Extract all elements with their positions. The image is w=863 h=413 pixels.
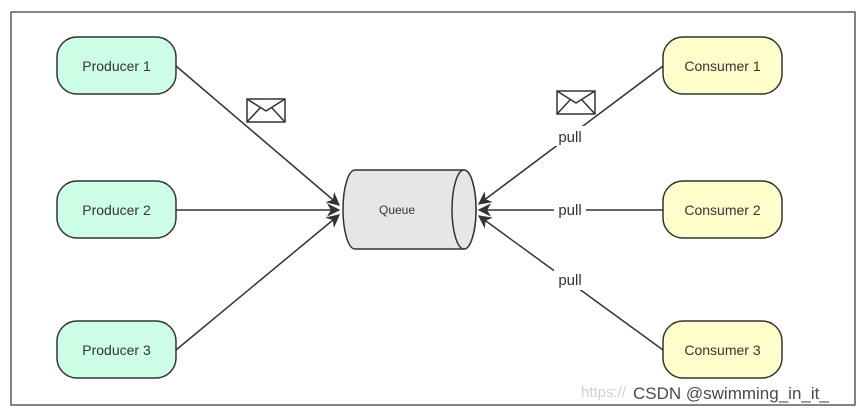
edge-label-consumer-3: pull	[554, 270, 586, 290]
edge-producer-1-to-queue	[175, 65, 341, 206]
edge-producer-3-to-queue	[175, 214, 341, 351]
pull-label: pull	[558, 202, 581, 219]
envelope-icon	[556, 90, 596, 115]
producer-node-3: Producer 3	[56, 320, 177, 379]
producer-label: Producer 1	[82, 58, 151, 74]
queue-node: Queue	[342, 169, 477, 250]
watermark-url: https://	[581, 384, 627, 401]
producer-box	[56, 36, 177, 95]
consumer-node-2: Consumer 2	[662, 180, 783, 239]
producer-label: Producer 3	[82, 342, 151, 358]
consumer-box	[662, 320, 783, 379]
queue-label: Queue	[379, 203, 415, 217]
producer-node-2: Producer 2	[56, 180, 177, 239]
consumer-label: Consumer 2	[684, 202, 760, 218]
consumer-label: Consumer 3	[684, 342, 760, 358]
envelope-icon	[246, 98, 286, 123]
consumer-label: Consumer 1	[684, 58, 760, 74]
consumer-node-1: Consumer 1	[662, 36, 783, 95]
consumer-box	[662, 36, 783, 95]
consumer-node-3: Consumer 3	[662, 320, 783, 379]
consumer-box	[662, 180, 783, 239]
producer-node-1: Producer 1	[56, 36, 177, 95]
pull-label: pull	[558, 129, 581, 146]
producer-box	[56, 180, 177, 239]
edge-label-consumer-2: pull	[554, 200, 586, 220]
producer-label: Producer 2	[82, 202, 151, 218]
producer-box	[56, 320, 177, 379]
pull-label: pull	[558, 272, 581, 289]
queue-end-cap	[451, 169, 477, 250]
edge-label-consumer-1: pull	[554, 126, 586, 146]
diagram-frame	[10, 11, 856, 406]
watermark-text: CSDN @swimming_in_it_	[633, 384, 829, 403]
watermark: https:// CSDN @swimming_in_it_	[581, 383, 831, 405]
